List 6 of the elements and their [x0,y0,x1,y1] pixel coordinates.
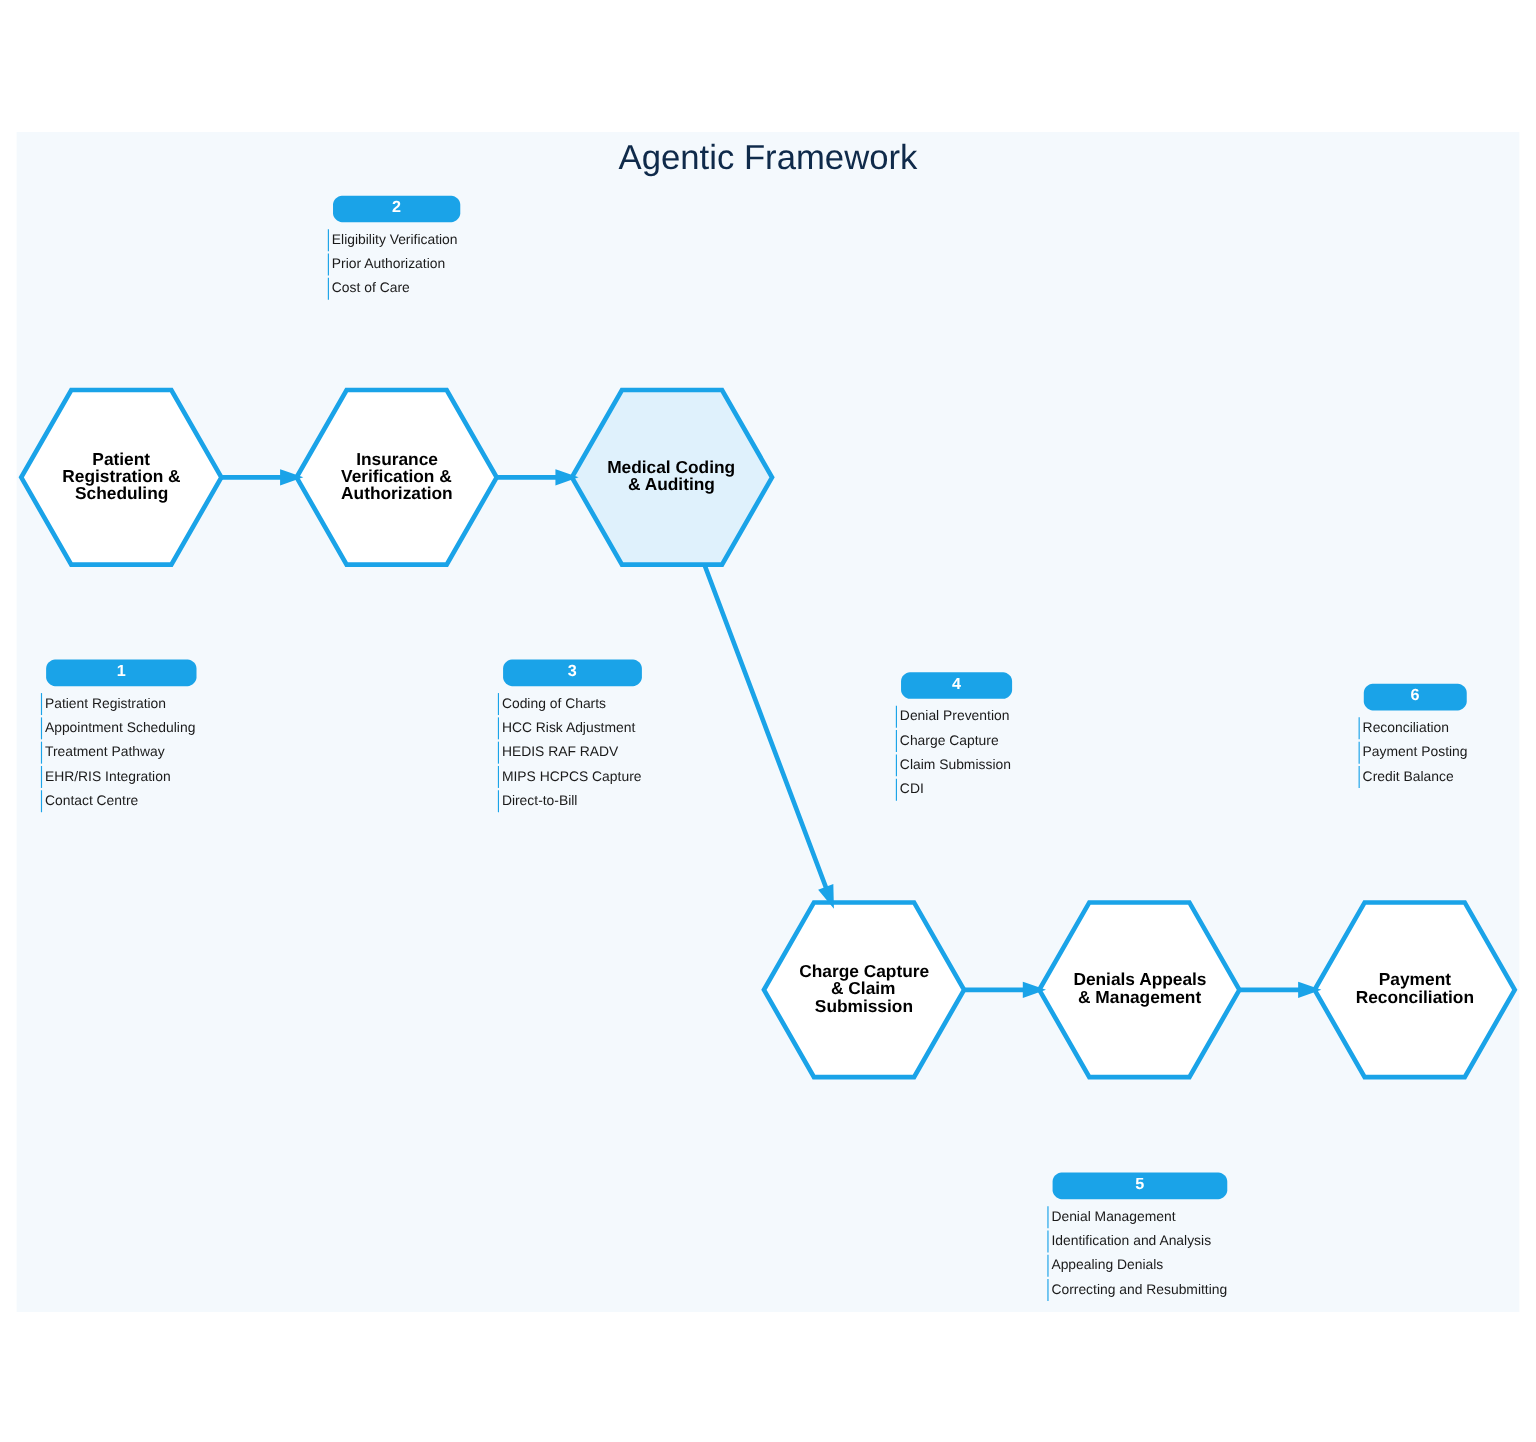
arrow [964,980,1046,997]
arrow [1239,980,1322,997]
arrow [497,468,579,485]
arrow [702,563,834,908]
diagram-title: Agentic Framework [618,136,918,177]
arrow [221,468,304,485]
